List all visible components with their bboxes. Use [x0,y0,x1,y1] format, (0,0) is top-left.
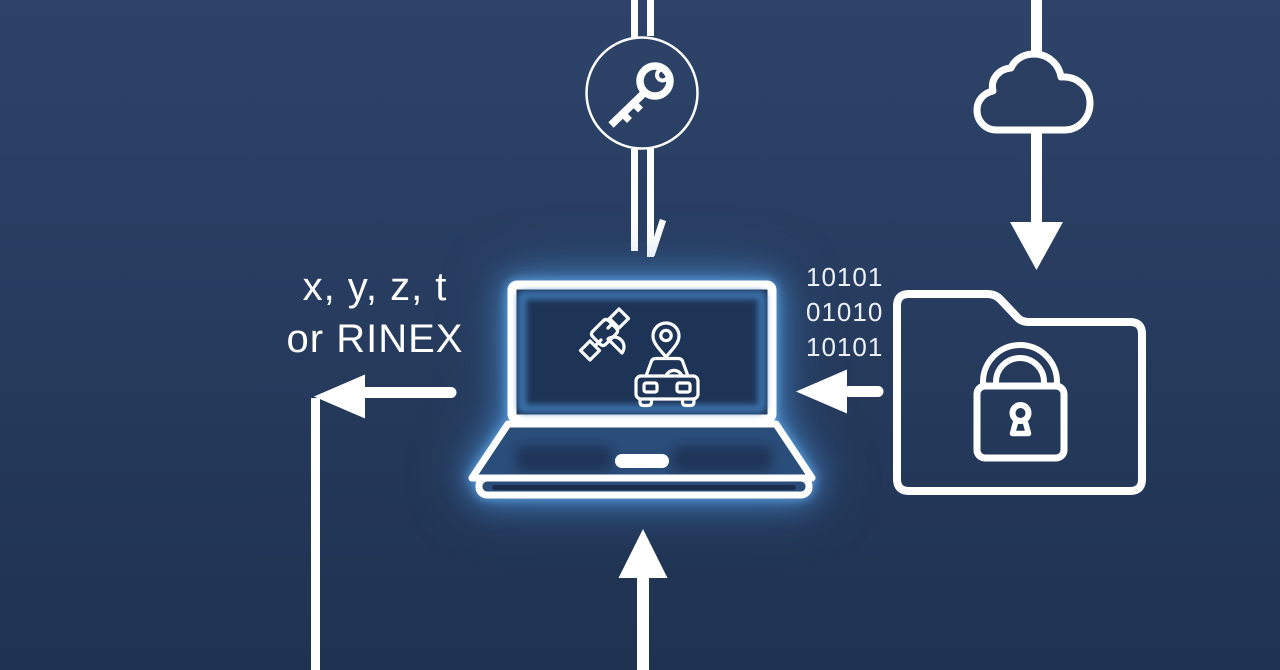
car-icon [634,356,700,408]
arrow-bottom-to-laptop [618,529,668,670]
cloud-outline [973,50,1094,134]
laptop-base-slot [492,485,796,490]
arrow-folder-to-laptop [796,369,884,414]
laptop-screen [507,280,777,424]
binary-line: 10101 [806,262,884,292]
circle-outline [585,36,699,150]
key-in-circle-icon [585,0,699,257]
output-label: x, y, z, t or RINEX [263,261,487,365]
double-line-arrow-down [631,0,667,257]
arrow-cloud-to-folder [1010,130,1063,270]
arrow-laptop-to-output [311,374,457,670]
binary-line: 01010 [806,297,884,327]
cloud-icon [973,0,1094,270]
padlock-icon [973,342,1068,462]
key-icon [608,62,674,128]
output-label-line2: or RINEX [286,317,464,361]
folder-outline [893,290,1146,495]
keyboard-shadow-left [516,446,612,472]
binary-line: 10101 [806,332,884,362]
satellite-icon [578,307,631,362]
output-label-line1: x, y, z, t [302,265,448,309]
locked-folder-icon [893,290,1146,495]
location-pin-icon [651,321,681,359]
keyboard-shadow-right [672,446,772,472]
binary-stream-label: 10101 01010 10101 [806,260,883,365]
screen-inner-glow [517,290,767,414]
trackpad [615,454,669,468]
laptop-icon [468,280,816,499]
